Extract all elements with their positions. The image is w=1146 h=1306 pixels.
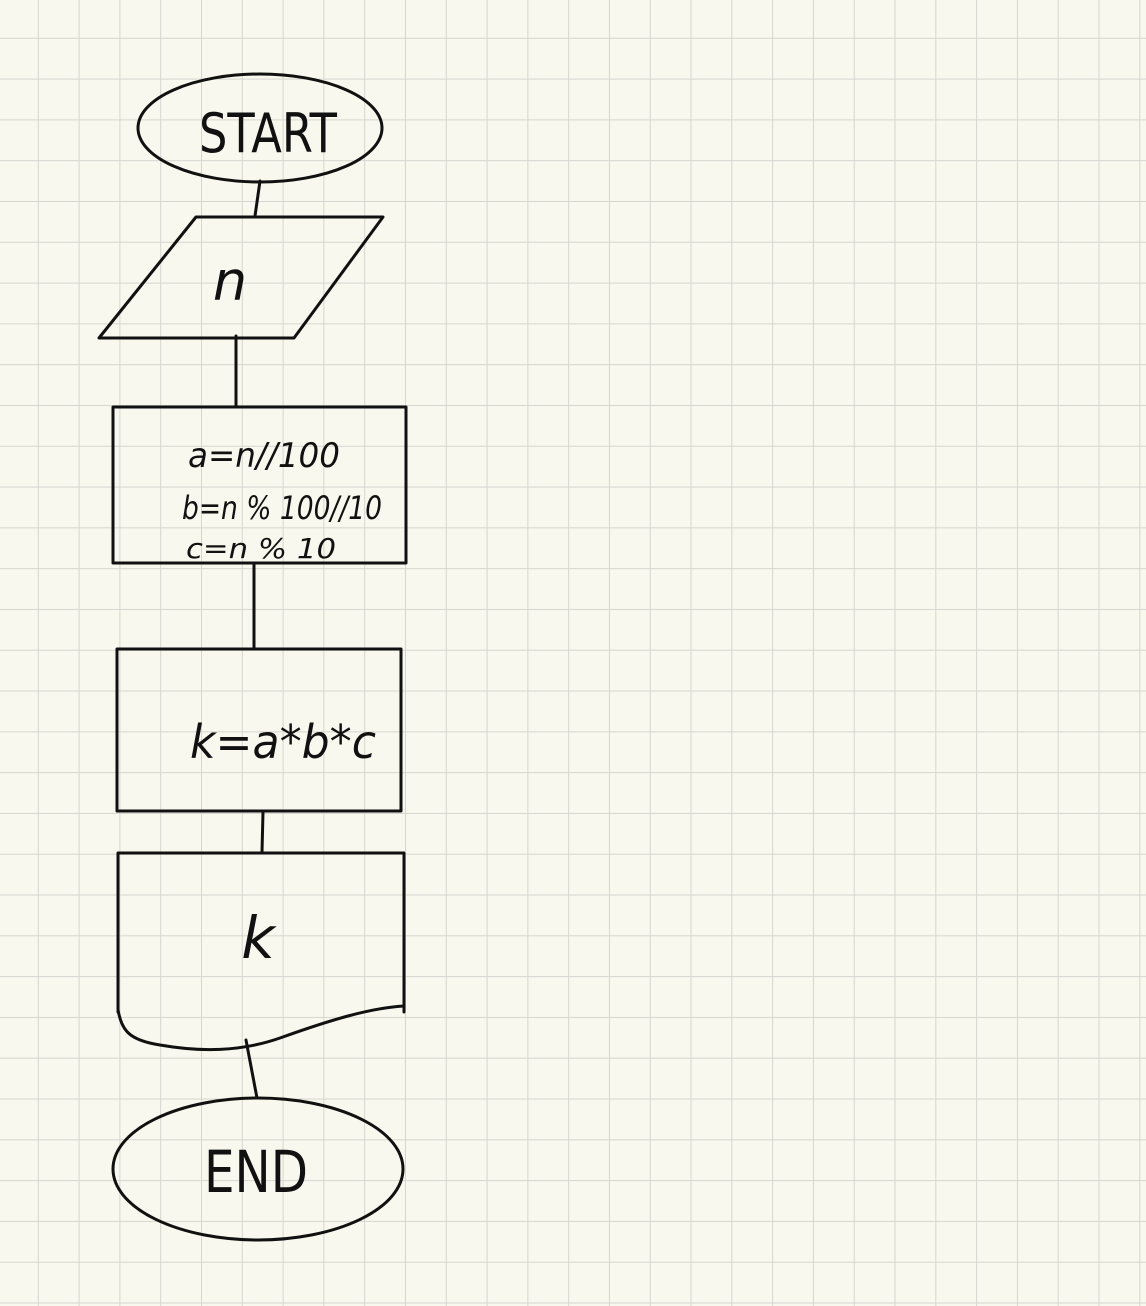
end-ellipse bbox=[111, 1096, 405, 1242]
connector-lines bbox=[234, 179, 265, 1100]
process-node-product: k=a*b*c bbox=[115, 647, 403, 813]
process2-label: k=a*b*c bbox=[190, 715, 376, 769]
process1-line-c: c=n % 10 bbox=[186, 532, 336, 565]
output-label: k bbox=[241, 904, 277, 972]
input-label: n bbox=[213, 250, 247, 313]
process1-rect bbox=[111, 405, 408, 565]
process-node-digits: a=n//100 b=n % 100//10 c=n % 10 bbox=[111, 405, 408, 565]
process1-line-a: a=n//100 bbox=[188, 436, 340, 476]
end-terminator: END bbox=[111, 1096, 405, 1242]
start-terminator: START bbox=[136, 72, 384, 184]
connector-process2-output bbox=[260, 810, 265, 854]
end-label: END bbox=[204, 1138, 308, 1206]
output-node: k bbox=[116, 851, 406, 1052]
input-parallelogram bbox=[97, 215, 385, 340]
process2-rect bbox=[115, 647, 403, 813]
start-ellipse bbox=[136, 72, 384, 184]
connector-start-input bbox=[253, 179, 262, 218]
start-label: START bbox=[199, 102, 338, 165]
output-document-shape bbox=[116, 851, 406, 1052]
input-node: n bbox=[97, 215, 385, 340]
process1-line-b: b=n % 100//10 bbox=[182, 489, 382, 527]
connector-output-end bbox=[244, 1038, 259, 1100]
